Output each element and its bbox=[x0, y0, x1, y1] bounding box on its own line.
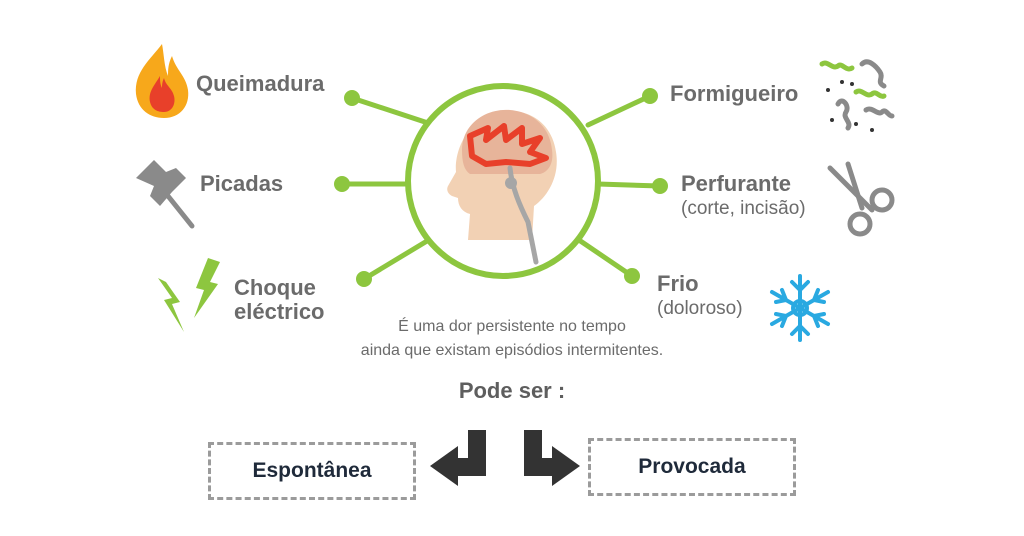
snowflake-icon bbox=[770, 274, 830, 342]
connector-perfurante bbox=[595, 181, 663, 189]
label-frio-sub: (doloroso) bbox=[657, 298, 743, 319]
flame-icon bbox=[135, 44, 189, 118]
label-perfurante: Perfurante bbox=[681, 171, 792, 196]
description-line2: ainda que existam episódios intermitente… bbox=[360, 342, 664, 359]
dot-choque bbox=[356, 271, 372, 287]
option-provocada: Provocada bbox=[588, 438, 796, 496]
dot-formigueiro bbox=[642, 88, 658, 104]
arrow-right-icon bbox=[524, 430, 580, 486]
label-picadas: Picadas bbox=[200, 171, 284, 196]
option-provocada-label: Provocada bbox=[638, 455, 746, 478]
label-formigueiro: Formigueiro bbox=[670, 81, 799, 106]
connector-queimadura bbox=[349, 95, 431, 126]
squiggles-icon bbox=[819, 59, 895, 132]
connector-dots bbox=[334, 88, 668, 287]
label-perfurante-sub: (corte, incisão) bbox=[681, 198, 806, 219]
connectors bbox=[339, 93, 663, 282]
label-choque-line1: Choque bbox=[234, 275, 316, 300]
connector-choque bbox=[361, 235, 435, 282]
dot-perfurante bbox=[652, 178, 668, 194]
dot-queimadura bbox=[344, 90, 360, 106]
pushpin-icon bbox=[136, 160, 195, 229]
dot-picadas bbox=[334, 176, 350, 192]
description-line1: É uma dor persistente no tempo bbox=[398, 318, 626, 335]
pode-ser-heading: Pode ser : bbox=[458, 378, 566, 403]
label-frio: Frio bbox=[657, 271, 699, 296]
connector-formigueiro bbox=[585, 93, 653, 128]
label-choque-line2: eléctrico bbox=[234, 299, 325, 324]
label-queimadura: Queimadura bbox=[196, 71, 325, 96]
head-brain-icon bbox=[405, 83, 601, 279]
connector-frio bbox=[573, 235, 635, 279]
dot-frio bbox=[624, 268, 640, 284]
scissors-icon bbox=[827, 161, 895, 237]
option-espontanea: Espontânea bbox=[208, 442, 416, 500]
lightning-icon bbox=[158, 258, 220, 332]
arrow-left-icon bbox=[430, 430, 486, 486]
option-espontanea-label: Espontânea bbox=[252, 459, 372, 482]
